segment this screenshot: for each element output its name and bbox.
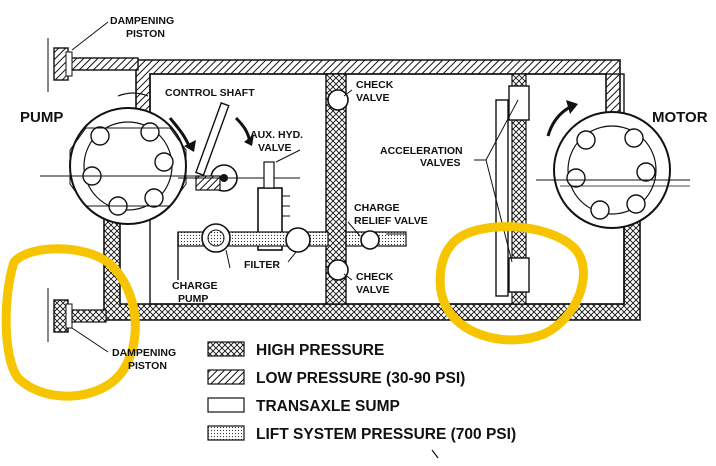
legend-item-low-pressure: LOW PRESSURE (30-90 PSI): [207, 369, 465, 387]
charge-circuit: [177, 223, 407, 280]
label-check-valve-bottom-2: VALVE: [356, 284, 389, 296]
highlight-circle-left: [1, 244, 140, 401]
legend-label: LIFT SYSTEM PRESSURE (700 PSI): [256, 426, 516, 443]
motor-assembly: [536, 100, 690, 229]
label-charge-pump-1: CHARGE: [172, 280, 218, 292]
check-valve-top-ball: [327, 89, 349, 111]
legend: HIGH PRESSURE LOW PRESSURE (30-90 PSI) T…: [207, 341, 516, 443]
label-dampening-piston-top-1: DAMPENING: [110, 15, 174, 27]
label-charge-relief-valve-1: CHARGE: [354, 202, 400, 214]
check-valve-bottom-ball: [327, 259, 349, 281]
label-control-shaft: CONTROL SHAFT: [165, 87, 255, 99]
label-acceleration-valves-2: VALVES: [420, 157, 460, 169]
legend-swatch-dots: [207, 425, 245, 441]
label-aux-hyd-valve-2: VALVE: [258, 142, 291, 154]
legend-swatch-diagonal: [207, 369, 245, 385]
charge-relief-valve-ball: [360, 230, 380, 250]
label-aux-hyd-valve-1: AUX. HYD.: [250, 129, 303, 141]
label-charge-relief-valve-2: RELIEF VALVE: [354, 215, 428, 227]
label-check-valve-top-1: CHECK: [356, 79, 394, 91]
highlight-circle-right: [435, 222, 588, 345]
legend-item-lift-system-pressure: LIFT SYSTEM PRESSURE (700 PSI): [207, 425, 516, 443]
motor-rotation-arrow: [566, 100, 578, 114]
dampening-piston-bottom: [47, 288, 109, 353]
center-passage: [325, 73, 349, 305]
legend-swatch-crosshatch: [207, 341, 245, 357]
label-filter: FILTER: [244, 259, 280, 271]
leader-lines: [343, 89, 519, 281]
pump-assembly: [40, 92, 200, 225]
filter-body: [285, 227, 311, 253]
label-check-valve-bottom-1: CHECK: [356, 271, 394, 283]
acceleration-valve-passage: [495, 73, 530, 305]
legend-label: LOW PRESSURE (30-90 PSI): [256, 370, 465, 387]
stray-mark: [431, 449, 439, 459]
label-dampening-piston-bottom-2: PISTON: [128, 360, 167, 372]
label-check-valve-top-2: VALVE: [356, 92, 389, 104]
legend-swatch-blank: [207, 397, 245, 413]
acceleration-valve-upper: [508, 85, 530, 121]
legend-item-high-pressure: HIGH PRESSURE: [207, 341, 384, 359]
acceleration-valve-lower: [508, 257, 530, 293]
label-dampening-piston-bottom-1: DAMPENING: [112, 347, 176, 359]
label-acceleration-valves-1: ACCELERATION: [380, 145, 463, 157]
legend-item-transaxle-sump: TRANSAXLE SUMP: [207, 397, 400, 415]
label-pump: PUMP: [20, 109, 63, 126]
legend-label: HIGH PRESSURE: [256, 342, 384, 359]
label-charge-pump-2: PUMP: [178, 293, 208, 305]
label-motor: MOTOR: [652, 109, 708, 126]
legend-label: TRANSAXLE SUMP: [256, 398, 400, 415]
dampening-piston-top: [47, 21, 109, 92]
label-dampening-piston-top-2: PISTON: [126, 28, 165, 40]
